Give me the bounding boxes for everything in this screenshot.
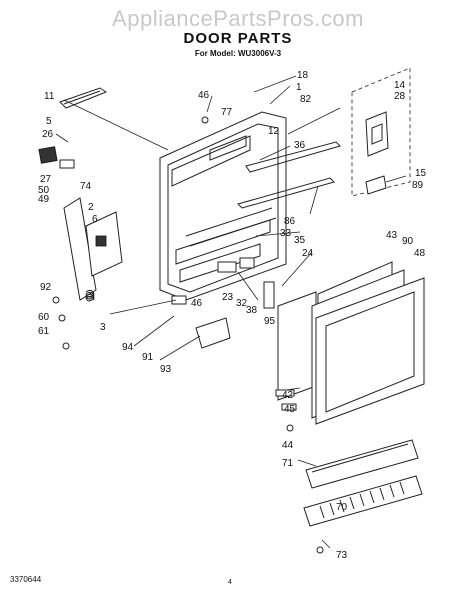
screw-92 xyxy=(52,296,60,304)
callout-18: 18 xyxy=(297,70,309,81)
callout-61: 61 xyxy=(38,326,50,337)
callout-12: 12 xyxy=(268,126,280,137)
callout-77: 77 xyxy=(221,107,233,118)
callout-43: 43 xyxy=(386,230,398,241)
dashed-assembly-box xyxy=(351,67,411,197)
screw-73 xyxy=(316,546,324,554)
callout-91: 91 xyxy=(142,352,154,363)
spring-part-3 xyxy=(85,289,95,302)
callout-33: 33 xyxy=(280,228,292,239)
callout-70: 70 xyxy=(336,502,348,513)
part-27-block xyxy=(59,159,75,169)
callout-23: 23 xyxy=(222,292,234,303)
latch-part-26 xyxy=(38,146,58,164)
callout-90: 90 xyxy=(402,236,414,247)
hinge-part-15 xyxy=(365,175,387,195)
callout-24: 24 xyxy=(302,248,314,259)
callout-42: 42 xyxy=(282,390,294,401)
callout-46: 46 xyxy=(198,90,210,101)
callout-95: 95 xyxy=(264,316,276,327)
side-bracket-part-49 xyxy=(63,197,123,301)
part-42 xyxy=(275,389,295,397)
callout-6: 6 xyxy=(92,214,98,225)
callout-46: 46 xyxy=(191,298,203,309)
callout-50: 50 xyxy=(38,185,50,196)
callout-3: 3 xyxy=(100,322,106,333)
callout-35: 35 xyxy=(294,235,306,246)
outer-door-panels xyxy=(311,261,425,425)
callout-28: 28 xyxy=(394,91,406,102)
callout-93: 93 xyxy=(160,364,172,375)
watermark-text: AppliancePartsPros.com xyxy=(112,6,364,31)
callout-89: 89 xyxy=(412,180,424,191)
callout-94: 94 xyxy=(122,342,134,353)
callout-92: 92 xyxy=(40,282,52,293)
drawing-code: 3370644 xyxy=(10,575,42,584)
screw-60 xyxy=(58,314,66,322)
callout-5: 5 xyxy=(46,116,52,127)
vent-panel-part-70 xyxy=(303,475,423,527)
callout-32: 32 xyxy=(236,298,248,309)
callout-49: 49 xyxy=(38,194,50,205)
callout-82: 82 xyxy=(300,94,312,105)
bracket-part-93 xyxy=(195,317,231,349)
callout-73: 73 xyxy=(336,550,348,561)
callout-38: 38 xyxy=(246,305,258,316)
rod-part-86 xyxy=(237,177,335,209)
screw-77 xyxy=(201,116,209,124)
callout-2: 2 xyxy=(88,202,94,213)
callout-15: 15 xyxy=(415,168,427,179)
callout-86: 86 xyxy=(284,216,296,227)
part-45 xyxy=(281,403,297,411)
model-subtitle: For Model: WU3006V-3 xyxy=(194,49,282,58)
rod-part-12 xyxy=(245,141,341,173)
hinge-part-14 xyxy=(365,111,389,157)
callout-36: 36 xyxy=(294,140,306,151)
handle-part-11 xyxy=(59,87,108,109)
callout-26: 26 xyxy=(42,129,54,140)
trim-part-71 xyxy=(305,439,419,489)
callout-74: 74 xyxy=(80,181,92,192)
screw-61 xyxy=(62,342,70,350)
callout-60: 60 xyxy=(38,312,50,323)
callout-48: 48 xyxy=(414,248,426,259)
callout-45: 45 xyxy=(284,404,296,415)
leader-lines xyxy=(55,75,407,549)
callout-71: 71 xyxy=(282,458,294,469)
lower-mechanism-parts xyxy=(171,207,277,309)
liner-part-38 xyxy=(277,291,317,401)
page-number: 4 xyxy=(228,579,232,586)
callout-44: 44 xyxy=(282,440,294,451)
page-title: DOOR PARTS xyxy=(183,30,293,47)
callout-14: 14 xyxy=(394,80,406,91)
callout-1: 1 xyxy=(296,82,302,93)
screw-44 xyxy=(286,424,294,432)
callout-11: 11 xyxy=(44,91,55,102)
callout-27: 27 xyxy=(40,174,52,185)
